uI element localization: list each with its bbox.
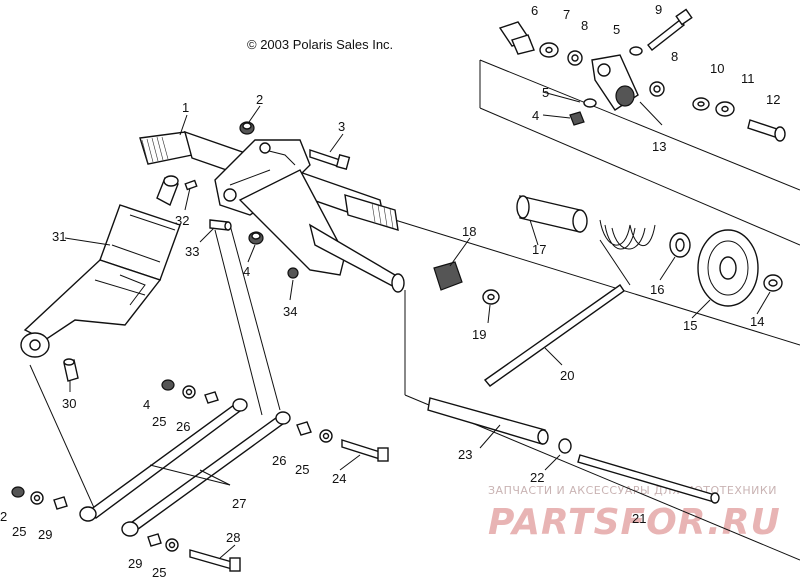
part-15-idler-wheel <box>697 229 759 307</box>
callout-21: 21 <box>632 511 646 526</box>
part-2-nut <box>239 121 255 135</box>
callout-17: 17 <box>532 242 546 257</box>
callout-29-b: 29 <box>128 556 142 571</box>
rod-hardware-right <box>296 421 333 443</box>
callout-29-a: 29 <box>38 527 52 542</box>
part-28-bolt <box>189 549 241 572</box>
part-1-front-torque-arm <box>139 130 405 293</box>
copyright-text: © 2003 Polaris Sales Inc. <box>247 37 393 52</box>
callout-16: 16 <box>650 282 664 297</box>
part-22-washer <box>558 438 572 454</box>
part-27-link-rods <box>79 398 291 537</box>
top-right-hardware <box>498 8 786 142</box>
part-17-spacer-tube <box>516 195 588 233</box>
callout-15: 15 <box>683 318 697 333</box>
callout-30: 30 <box>62 396 76 411</box>
callout-20: 20 <box>560 368 574 383</box>
callout-labels: 1 2 3 32 33 4 34 31 30 4 25 26 26 25 24 … <box>0 2 780 577</box>
callout-9: 9 <box>655 2 662 17</box>
part-20-torsion-spring <box>483 219 656 387</box>
part-16-washer <box>669 232 691 258</box>
callout-1: 1 <box>182 100 189 115</box>
callout-27: 27 <box>232 496 246 511</box>
callout-22: 22 <box>530 470 544 485</box>
part-4-nut <box>248 231 264 245</box>
part-33-bushing <box>209 219 232 231</box>
callout-25-b: 25 <box>295 462 309 477</box>
callout-32: 32 <box>175 213 189 228</box>
callout-7: 7 <box>563 7 570 22</box>
callout-26-b: 26 <box>272 453 286 468</box>
callout-19: 19 <box>472 327 486 342</box>
callout-13: 13 <box>652 139 666 154</box>
part-31-shock-absorber <box>20 175 181 358</box>
part-3-bolt <box>309 149 351 170</box>
callout-10: 10 <box>710 61 724 76</box>
callout-5-mid: 5 <box>542 85 549 100</box>
part-14-bushing <box>763 274 783 292</box>
callout-4-top: 4 <box>532 108 539 123</box>
callout-4-left: 4 <box>143 397 150 412</box>
leader-lines <box>64 91 771 559</box>
callout-18: 18 <box>462 224 476 239</box>
part-34-nut <box>287 267 299 279</box>
rod-hardware-left <box>11 379 219 552</box>
part-32-pin <box>184 179 198 191</box>
callout-4-center: 4 <box>243 264 250 279</box>
callout-2: 2 <box>256 92 263 107</box>
callout-11: 11 <box>741 71 755 86</box>
callout-24: 24 <box>332 471 346 486</box>
callout-33: 33 <box>185 244 199 259</box>
callout-28: 28 <box>226 530 240 545</box>
callout-25-c: 25 <box>12 524 26 539</box>
callout-25-a: 25 <box>152 414 166 429</box>
part-18-bumper-block <box>433 261 463 291</box>
callout-23: 23 <box>458 447 472 462</box>
callout-8-right: 8 <box>671 49 678 64</box>
callout-5-top: 5 <box>613 22 620 37</box>
part-24-bolt <box>341 439 389 462</box>
callout-26-a: 26 <box>176 419 190 434</box>
callout-6: 6 <box>531 3 538 18</box>
part-19-washer <box>482 289 500 305</box>
callout-2-bottom: 2 <box>0 509 7 524</box>
part-30-bushing <box>63 358 79 382</box>
part-23-rear-tube <box>427 397 549 445</box>
callout-31: 31 <box>52 229 66 244</box>
callout-8-top: 8 <box>581 18 588 33</box>
callout-3: 3 <box>338 119 345 134</box>
watermark-logo: PARTSFOR.RU <box>488 502 781 543</box>
part-21-rear-shaft <box>577 454 720 504</box>
callout-14: 14 <box>750 314 764 329</box>
callout-34: 34 <box>283 304 297 319</box>
callout-25-d: 25 <box>152 565 166 577</box>
callout-12: 12 <box>766 92 780 107</box>
